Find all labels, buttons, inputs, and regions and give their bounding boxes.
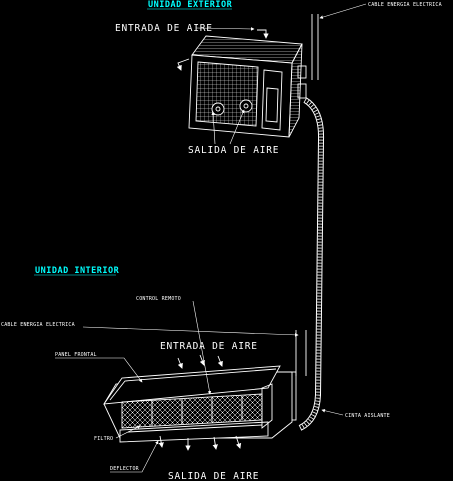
refrigerant-hose — [298, 97, 325, 431]
outdoor-unit-title: UNIDAD EXTERIOR — [148, 0, 233, 10]
deflector-label: DEFLECTOR — [110, 466, 140, 472]
indoor-air-inlet-label: ENTRADA DE AIRE — [160, 341, 258, 352]
remote-control-label: CONTROL REMOTO — [136, 296, 181, 302]
remote-control-leader — [192, 300, 212, 395]
insulating-tape-label: CINTA AISLANTE — [345, 413, 390, 419]
indoor-power-cable-leader — [82, 326, 299, 337]
outdoor-air-outlet-leaders — [211, 109, 245, 145]
outdoor-air-outlet-label: SALIDA DE AIRE — [188, 145, 279, 156]
indoor-air-inlet-arrows — [177, 354, 223, 369]
deflector-leader — [110, 440, 159, 473]
front-panel-label: PANEL FRONTAL — [55, 352, 97, 358]
power-cable-top-label: CABLE ENERGIA ELECTRICA — [368, 2, 442, 8]
indoor-air-outlet-label: SALIDA DE AIRE — [168, 471, 259, 481]
indoor-unit-title: UNIDAD INTERIOR — [35, 266, 120, 276]
outdoor-air-inlet-label: ENTRADA DE AIRE — [115, 23, 213, 34]
outdoor-air-inlet-leader — [195, 27, 255, 31]
outdoor-air-flow-arrows — [176, 29, 269, 71]
insulating-tape-leader — [321, 408, 344, 416]
indoor-unit — [103, 330, 307, 443]
indoor-power-cable-label: CABLE ENERGIA ELECTRICA — [1, 322, 75, 328]
filter-label: FILTRO — [94, 436, 113, 442]
filter-leader — [115, 425, 141, 439]
power-cable-top-leader — [319, 3, 367, 19]
front-panel-leader — [55, 357, 143, 383]
outdoor-unit — [188, 14, 319, 138]
indoor-air-outlet-arrows — [158, 435, 242, 451]
